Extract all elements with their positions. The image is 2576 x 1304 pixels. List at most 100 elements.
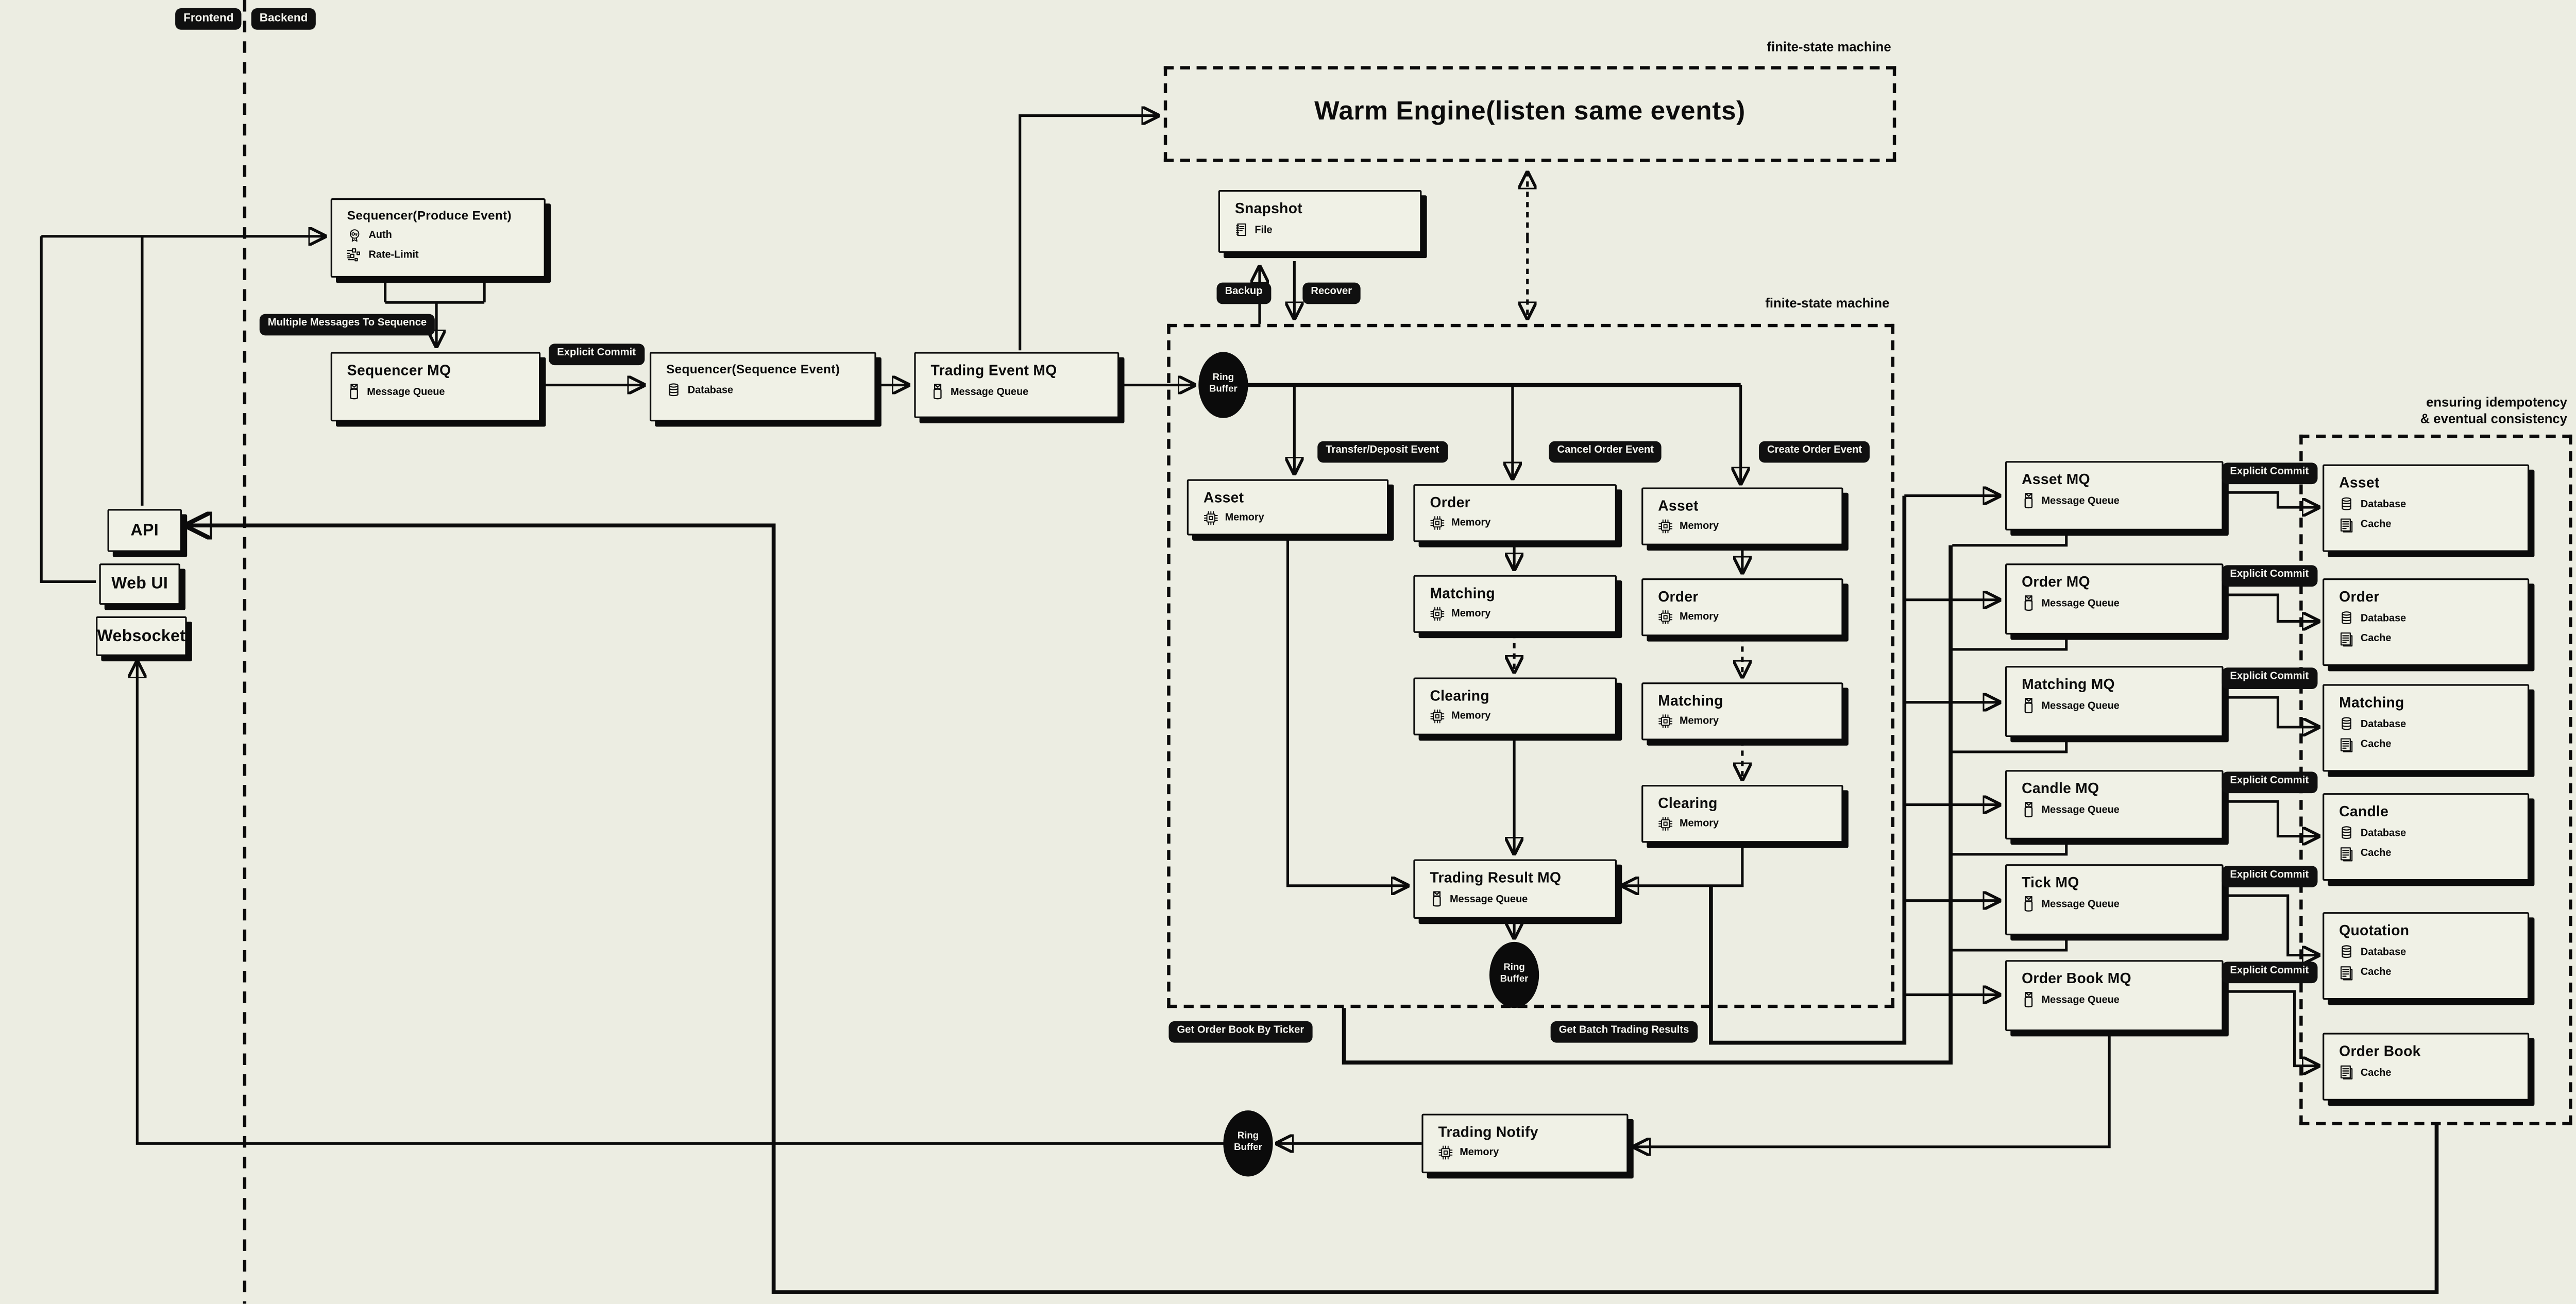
memory-icon: [1658, 519, 1673, 534]
node-item-label: Memory: [1679, 818, 1719, 830]
mq-icon: [930, 383, 944, 400]
node-item-label: Memory: [1679, 520, 1719, 533]
cache-icon: [2339, 845, 2354, 862]
node-item-label: Cache: [2360, 519, 2392, 530]
node-sequencer-sequence: Sequencer(Sequence Event)Database: [649, 352, 876, 422]
node-item-label: Memory: [1225, 512, 1264, 524]
node-item-label: Memory: [1451, 608, 1491, 620]
node-title-sequencer-sequence: Sequencer(Sequence Event): [666, 362, 840, 377]
node-item-label: Auth: [368, 229, 392, 242]
node-item-label: Cache: [2360, 632, 2392, 645]
node-title-candle-mq: Candle MQ: [2022, 780, 2099, 797]
db-icon: [2339, 610, 2354, 626]
group-label-consistency: ensuring idempotency & eventual consiste…: [2420, 394, 2567, 426]
pill-get-order-book-by-ticker: Get Order Book By Ticker: [1168, 1021, 1313, 1042]
node-title-asset-store: Asset: [2339, 474, 2380, 491]
node-item-label: Cache: [2360, 739, 2392, 750]
mq-icon: [2022, 697, 2035, 714]
cache-icon: [2339, 1064, 2354, 1080]
ring-buffer-bottom: Ring Buffer: [1489, 941, 1539, 1008]
group-title-warm-engine: Warm Engine(listen same events): [1314, 98, 1745, 126]
memory-icon: [1430, 709, 1445, 724]
node-title-order-mid: Order: [1430, 494, 1470, 511]
group-fsm: finite-state machine: [1167, 296, 1895, 1008]
node-item-label: Message Queue: [2041, 597, 2120, 609]
pill-explicit-commit-tick: Explicit Commit: [2222, 866, 2317, 887]
node-title-sequencer-mq: Sequencer MQ: [347, 362, 451, 379]
pill-backup: Backup: [1216, 282, 1271, 304]
lane-label-frontend: Frontend: [175, 8, 242, 30]
node-api: API: [107, 509, 182, 552]
cache-icon: [2339, 964, 2354, 981]
node-item-label: Cache: [2360, 967, 2392, 979]
group-label-fsm: finite-state machine: [1765, 296, 1890, 311]
pill-explicit-commit-asset: Explicit Commit: [2222, 462, 2317, 484]
node-item-label: Rate-Limit: [368, 248, 419, 261]
db-icon: [2339, 943, 2354, 960]
mq-icon: [2022, 492, 2035, 509]
node-title-tick-mq: Tick MQ: [2022, 874, 2079, 891]
node-web-ui: Web UI: [99, 563, 180, 605]
pill-explicit-commit-order-book: Explicit Commit: [2222, 962, 2317, 983]
node-title-trading-event-mq: Trading Event MQ: [930, 362, 1057, 379]
memory-icon: [1430, 607, 1445, 622]
db-icon: [666, 382, 681, 398]
node-item-label: Message Queue: [2041, 803, 2120, 816]
node-title-websocket: Websocket: [97, 627, 186, 645]
node-trading-result-mq: Trading Result MQ Message Queue: [1413, 859, 1617, 919]
node-item-label: Cache: [2360, 1067, 2392, 1078]
node-title-matching-store: Matching: [2339, 694, 2404, 711]
auth-icon: [347, 228, 362, 243]
node-item-label: Message Queue: [1449, 893, 1528, 905]
node-title-asset-left: Asset: [1203, 489, 1244, 506]
memory-icon: [1658, 610, 1673, 625]
node-item-label: Memory: [1451, 710, 1491, 723]
node-item-label: Memory: [1679, 611, 1719, 623]
node-asset-mq: Asset MQ Message Queue: [2005, 461, 2224, 530]
node-title-trading-result-mq: Trading Result MQ: [1430, 869, 1562, 886]
mq-icon: [2022, 595, 2035, 611]
node-item-label: Memory: [1460, 1146, 1499, 1159]
mq-icon: [2022, 896, 2035, 912]
node-title-snapshot: Snapshot: [1234, 200, 1303, 217]
pill-transfer-deposit-event: Transfer/Deposit Event: [1317, 441, 1448, 462]
ring-buffer-notify: Ring Buffer: [1223, 1110, 1273, 1177]
node-item-label: Database: [2360, 718, 2406, 730]
node-item-label: Message Queue: [2041, 699, 2120, 712]
node-title-asset-mq: Asset MQ: [2022, 471, 2090, 488]
memory-icon: [1430, 516, 1445, 530]
node-title-clearing-right: Clearing: [1658, 795, 1718, 812]
node-title-asset-right: Asset: [1658, 497, 1699, 514]
node-candle-mq: Candle MQ Message Queue: [2005, 770, 2224, 839]
db-icon: [2339, 496, 2354, 512]
memory-icon: [1204, 510, 1218, 525]
node-item-label: Message Queue: [2041, 494, 2120, 507]
node-title-matching-mid: Matching: [1430, 585, 1495, 602]
node-item-label: Database: [2360, 612, 2406, 624]
node-item-label: Database: [2360, 827, 2406, 839]
mq-icon: [2022, 991, 2035, 1008]
pill-create-order-event: Create Order Event: [1758, 441, 1871, 462]
node-item-label: Message Queue: [2041, 993, 2120, 1006]
node-title-order-book-store: Order Book: [2339, 1042, 2421, 1059]
file-icon: [1235, 221, 1248, 238]
lane-label-backend: Backend: [251, 8, 316, 30]
rate-limit-icon: [347, 247, 362, 262]
node-title-clearing-mid: Clearing: [1430, 687, 1489, 704]
pill-explicit-commit-candle: Explicit Commit: [2222, 771, 2317, 793]
